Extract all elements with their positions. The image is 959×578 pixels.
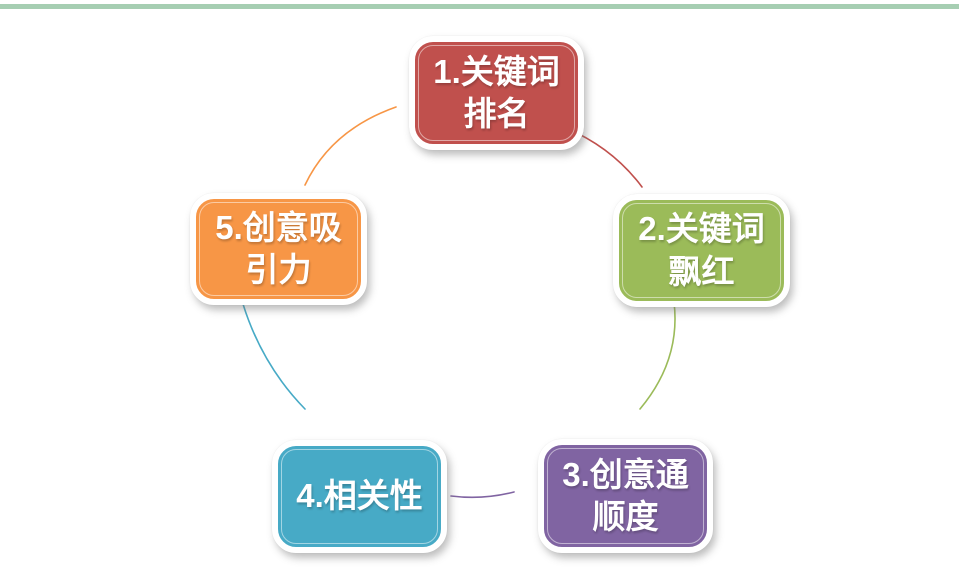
connector-arc-3-4 [450, 491, 515, 499]
node-label-line: 顺度 [592, 498, 659, 535]
node-label: 1.关键词排名 [433, 51, 560, 135]
node-label: 2.关键词飘红 [638, 208, 765, 292]
node-label-line: 4.相关性 [296, 477, 423, 515]
cycle-node-creative-appeal: 5.创意吸引力 [190, 193, 367, 305]
node-label: 3.创意通顺度 [562, 454, 689, 538]
node-label-line: 2.关键词 [638, 210, 765, 248]
node-label-line: 引力 [245, 251, 312, 288]
cycle-node-creative-fluency: 3.创意通顺度 [538, 439, 713, 553]
node-label-line: 飘红 [668, 252, 735, 290]
connector-arc-2-3 [639, 301, 676, 410]
connector-arc-5-1 [304, 106, 397, 186]
node-label-line: 排名 [463, 95, 530, 132]
node-label: 5.创意吸引力 [215, 207, 342, 291]
connector-arc-4-5 [242, 303, 306, 410]
node-label: 4.相关性 [296, 475, 423, 517]
node-label-line: 1.关键词 [433, 52, 560, 90]
top-divider-line [0, 4, 959, 9]
cycle-node-relevance: 4.相关性 [272, 440, 447, 553]
cycle-node-keyword-highlight: 2.关键词飘红 [613, 194, 790, 307]
node-label-line: 3.创意通 [562, 455, 689, 493]
node-label-line: 5.创意吸 [215, 208, 342, 246]
cycle-node-keyword-ranking: 1.关键词排名 [409, 36, 584, 150]
